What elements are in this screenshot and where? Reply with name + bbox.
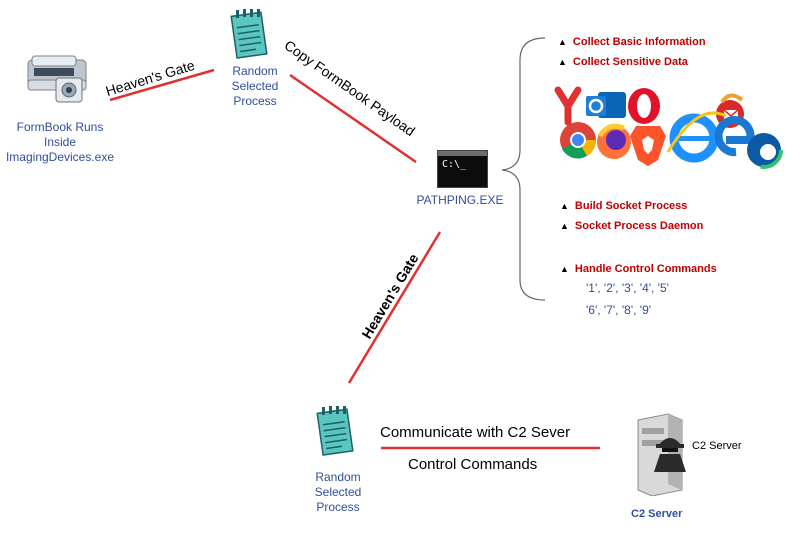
process-caption-bottom: Random Selected Process: [314, 470, 362, 514]
capability-item: ▲Collect Basic Information: [558, 36, 706, 48]
capability-list-middle: ▲Build Socket Process ▲Socket Process Da…: [560, 200, 703, 232]
curly-brace: [501, 37, 546, 301]
capability-list-top: ▲Collect Basic Information ▲Collect Sens…: [558, 36, 706, 68]
hacker-figure: [654, 438, 686, 472]
opera-icon: [628, 88, 660, 124]
command-list-row: '1', '2', '3', '4', '5': [586, 281, 669, 295]
notepad-icon: [314, 405, 358, 457]
scanner-icon: [24, 50, 90, 105]
console-icon: C:\_: [437, 150, 488, 188]
edge-label-communicate: Communicate with C2 Sever: [380, 424, 571, 441]
edge-process-to-pathping: [289, 73, 417, 164]
capability-item: ▲Handle Control Commands: [560, 263, 717, 275]
edge-icon: [745, 131, 783, 169]
edge-legacy-icon: [714, 116, 755, 157]
edge-label-control-commands: Control Commands: [408, 456, 538, 473]
capability-handle-commands: ▲Handle Control Commands '1', '2', '3', …: [560, 263, 717, 317]
capability-item: ▲Socket Process Daemon: [560, 220, 704, 232]
edge-pathping-to-process: [347, 231, 442, 384]
c2-caption: C2 Server: [631, 508, 683, 520]
brave-icon: [630, 126, 666, 166]
edge-formbook-to-process: [109, 68, 215, 102]
browser-icons-cluster: [551, 86, 783, 169]
c2-server-icon: [630, 410, 692, 497]
yandex-icon: [551, 86, 585, 126]
firefox-icon: [597, 123, 631, 159]
capability-item: ▲Build Socket Process: [560, 200, 688, 212]
command-list-row: '6', '7', '8', '9': [586, 303, 652, 317]
process-caption-top: Random Selected Process: [231, 64, 279, 108]
capability-item: ▲Collect Sensitive Data: [558, 56, 688, 68]
pathping-label: PATHPING.EXE: [416, 193, 504, 207]
notepad-icon: [228, 8, 272, 60]
chrome-icon: [560, 122, 597, 159]
formbook-caption: FormBook Runs Inside ImagingDevices.exe: [5, 120, 115, 164]
outlook-icon: [586, 92, 626, 118]
internet-explorer-icon: [666, 111, 727, 163]
c2-side-label: C2 Server: [692, 440, 742, 452]
